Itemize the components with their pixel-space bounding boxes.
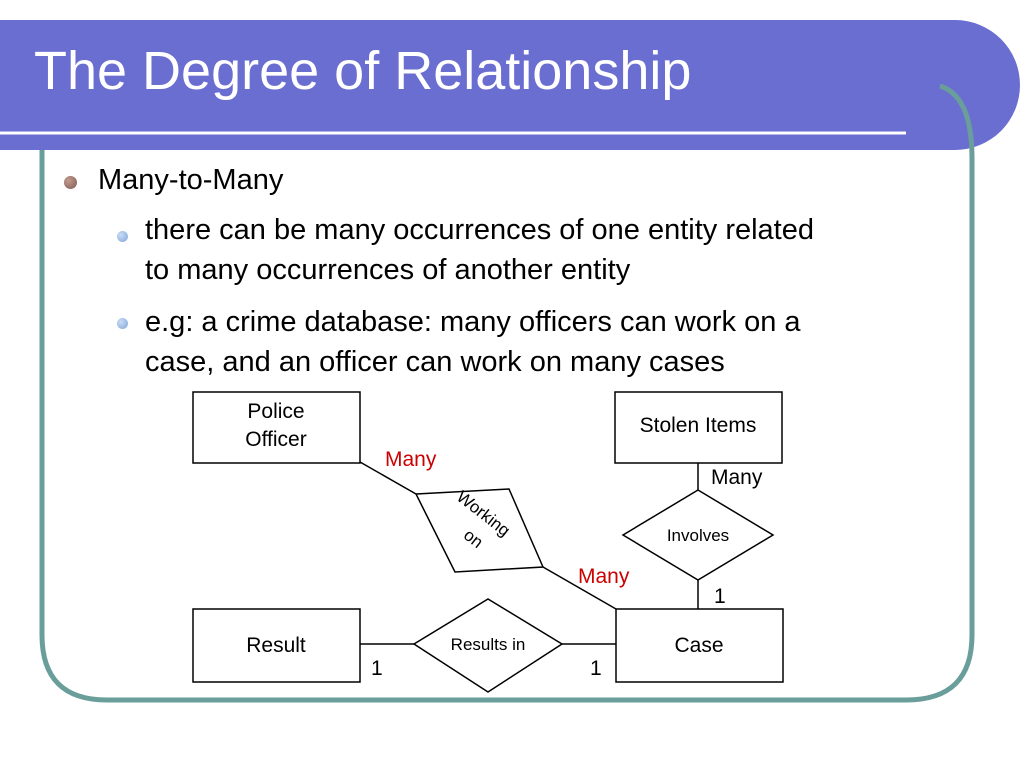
entity-result: Result (192, 608, 361, 683)
relationship-results-in: Results in (412, 598, 564, 693)
entity-label: Police (247, 400, 304, 423)
relationship-label: Results in (451, 635, 526, 654)
subbullet-line: case, and an officer can work on many ca… (145, 346, 725, 378)
subbullet-dot (117, 231, 128, 242)
connector-working-case (542, 566, 617, 610)
entity-case: Case (615, 608, 784, 683)
title-bar (0, 20, 1020, 150)
content-frame (39, 83, 975, 703)
cardinality-officer-working: Many (385, 448, 437, 471)
subbullet-dot (117, 318, 128, 329)
slide-title: The Degree of Relationship (34, 41, 692, 101)
relationship-involves: Involves (621, 489, 775, 581)
subbullet-line: there can be many occurrences of one ent… (145, 214, 814, 246)
cardinality-involves-case: 1 (714, 585, 726, 608)
bullet-many-to-many: Many-to-Many (98, 164, 284, 196)
subbullet-line: to many occurrences of another entity (145, 254, 631, 286)
entity-label: Result (246, 634, 306, 657)
entity-label: Case (674, 634, 723, 657)
cardinality-stolen-involves: Many (711, 466, 763, 489)
relationship-label: Involves (667, 526, 729, 545)
cardinality-resultsin-case: 1 (590, 657, 602, 680)
entity-label: Officer (245, 428, 306, 451)
cardinality-working-case: Many (578, 565, 630, 588)
cardinality-result-resultsin: 1 (371, 657, 383, 680)
bullet-dot (64, 176, 77, 189)
entity-stolen-items: Stolen Items (614, 391, 783, 464)
entity-police-officer: Police Officer (192, 391, 361, 464)
subbullet-line: e.g: a crime database: many officers can… (145, 306, 801, 338)
subbullet-definition: there can be many occurrences of one ent… (145, 210, 945, 290)
connector-officer-working (359, 461, 417, 495)
relationship-working-on: Working on (414, 487, 545, 573)
subbullet-example: e.g: a crime database: many officers can… (145, 302, 945, 382)
entity-label: Stolen Items (640, 414, 757, 437)
